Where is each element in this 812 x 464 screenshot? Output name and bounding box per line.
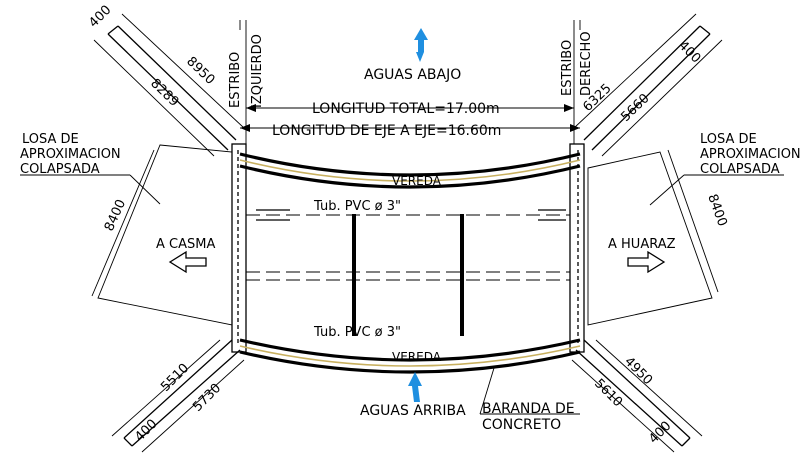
aguas-abajo-label: AGUAS ABAJO	[364, 67, 461, 83]
longitud-total-label: LONGITUD TOTAL=17.00m	[312, 101, 500, 117]
a-huaraz-label: A HUARAZ	[608, 237, 676, 252]
losa-left-label-2: APROXIMACION	[20, 147, 121, 162]
losa-left-label-1: LOSA DE	[22, 132, 79, 147]
a-casma-label: A CASMA	[156, 237, 215, 252]
tub-pvc-bottom-label: Tub. PVC ø 3"	[313, 325, 401, 340]
losa-right-label-3: COLAPSADA	[700, 162, 780, 177]
vereda-bottom-label: VEREDA	[392, 350, 442, 364]
direction-arrow-left	[168, 250, 207, 274]
dim-bl-5510: 5510	[158, 361, 192, 395]
railing-bottom	[239, 338, 581, 362]
dim-tl-8950: 8950	[183, 54, 217, 88]
losa-right-label-2: APROXIMACION	[700, 147, 801, 162]
estribo-izquierdo-label-1: ESTRIBO	[228, 52, 243, 108]
dim-longitud-eje	[240, 124, 580, 132]
dim-br-400: 400	[646, 419, 674, 447]
abutment-right	[569, 143, 585, 353]
vereda-top-label: VEREDA	[392, 174, 442, 188]
wing-wall-bottom-left	[123, 339, 241, 447]
wing-wall-top-right	[583, 25, 711, 151]
wing-wall-top-left	[107, 25, 237, 151]
dim-tl-400: 400	[86, 3, 114, 31]
flow-arrow-up	[408, 372, 422, 402]
dim-br-4950: 4950	[621, 354, 655, 388]
dim-bl-5730: 5730	[190, 381, 224, 415]
estribo-izquierdo-label-2: IZQUIERDO	[250, 34, 265, 108]
dim-longitud-total	[246, 104, 574, 112]
dim-left-8400: 8400	[102, 197, 129, 233]
dim-bl-400: 400	[132, 417, 160, 445]
dim-br-5610: 5610	[591, 376, 625, 410]
dim-tl-8289: 8289	[147, 76, 181, 110]
direction-arrow-right	[627, 250, 666, 274]
losa-right-label-1: LOSA DE	[700, 132, 757, 147]
railing-top	[239, 152, 581, 177]
approach-slab-right	[587, 151, 713, 326]
estribo-derecho-label-2: DERECHO	[579, 31, 594, 96]
flow-arrow-down	[414, 28, 428, 62]
abutment-left	[231, 143, 247, 353]
baranda-label-1: BARANDA DE	[482, 401, 575, 417]
longitud-eje-label: LONGITUD DE EJE A EJE=16.60m	[272, 123, 501, 139]
dim-right-8400: 8400	[704, 192, 729, 228]
wing-wall-bottom-right	[575, 339, 691, 447]
baranda-label-2: CONCRETO	[482, 417, 561, 433]
aguas-arriba-label: AGUAS ARRIBA	[360, 403, 466, 419]
estribo-derecho-label-1: ESTRIBO	[560, 40, 575, 96]
tub-pvc-top-label: Tub. PVC ø 3"	[313, 199, 401, 214]
losa-left-label-3: COLAPSADA	[20, 162, 100, 177]
